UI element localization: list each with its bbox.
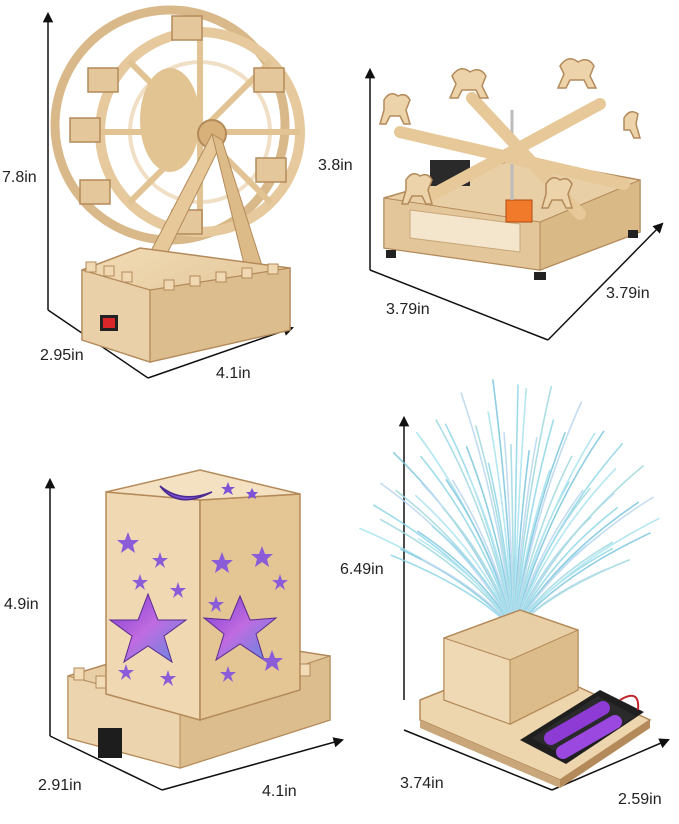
star-lamp-height-label: 4.9in bbox=[4, 596, 39, 613]
carousel-depth-label: 3.79in bbox=[606, 285, 650, 302]
carousel-width-label: 3.79in bbox=[386, 301, 430, 318]
battery-icon bbox=[556, 715, 622, 759]
ferris-wheel-depth-label: 2.95in bbox=[40, 347, 84, 364]
ferris-wheel-height-label: 7.8in bbox=[2, 169, 37, 186]
fiber-lamp-width-label: 3.74in bbox=[400, 775, 444, 792]
star-lamp-depth-label: 2.91in bbox=[38, 777, 82, 794]
fiber-strand bbox=[513, 467, 617, 631]
fiber-lamp-height-label: 6.49in bbox=[340, 561, 384, 578]
fiber-strand bbox=[513, 430, 605, 631]
ferris-wheel-model bbox=[42, 5, 305, 379]
fiber-strand bbox=[513, 401, 583, 631]
fiber-strand bbox=[513, 464, 645, 631]
fiber-optic-lamp-model bbox=[358, 379, 670, 791]
lamp-switch-icon bbox=[98, 728, 122, 758]
star-lamp-width-label: 4.1in bbox=[262, 783, 297, 800]
star-lamp-model bbox=[44, 469, 345, 791]
battery-icon bbox=[544, 701, 610, 745]
ferris-wheel-width-label: 4.1in bbox=[216, 365, 251, 382]
carousel-height-label: 3.8in bbox=[318, 157, 353, 174]
carousel-model bbox=[364, 58, 664, 341]
fiber-lamp-depth-label: 2.59in bbox=[618, 791, 662, 808]
